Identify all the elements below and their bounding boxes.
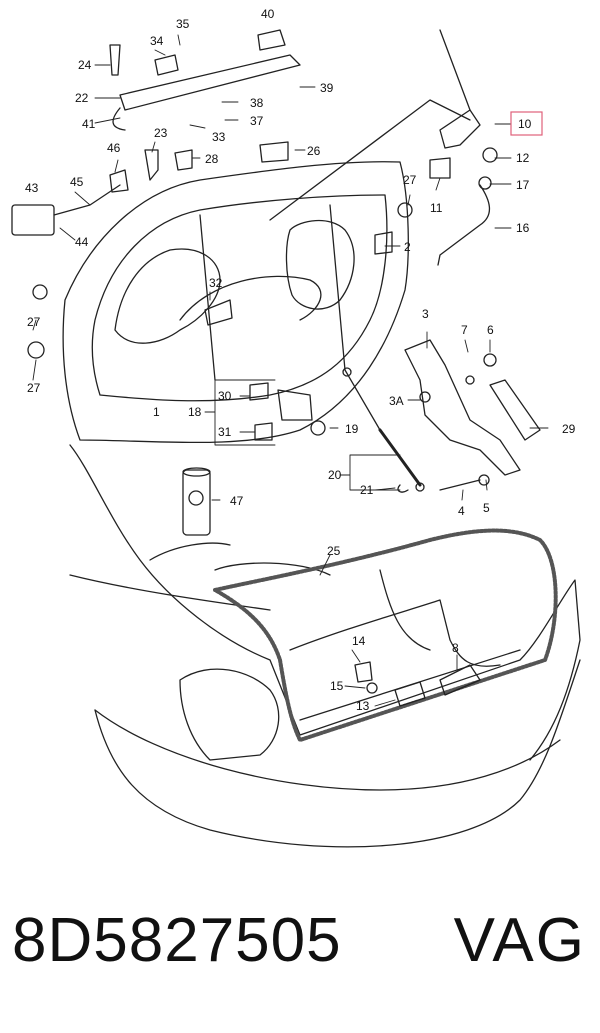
callout-11: 11	[430, 201, 443, 215]
callout-5: 5	[483, 501, 490, 515]
callout-24: 24	[78, 58, 92, 72]
callout-18: 18	[188, 405, 202, 419]
callout-30: 30	[218, 389, 232, 403]
callout-45: 45	[70, 175, 84, 189]
callout-10: 10	[518, 117, 532, 131]
callout-32: 32	[209, 276, 223, 290]
callout-23: 23	[154, 126, 168, 140]
hinge-assembly	[269, 29, 491, 266]
callout-19: 19	[345, 422, 359, 436]
callout-2: 2	[404, 240, 411, 254]
callout-35: 35	[176, 17, 190, 31]
callout-13: 13	[356, 699, 370, 713]
callout-4: 4	[458, 504, 465, 518]
top-trim-strip	[112, 29, 301, 131]
callout-27b: 27	[27, 315, 41, 329]
callout-47: 47	[230, 494, 244, 508]
aerosol-can-icon	[182, 467, 211, 536]
callout-38: 38	[250, 96, 264, 110]
hinge-arm	[404, 339, 541, 476]
callout-6: 6	[487, 323, 494, 337]
exploded-parts-diagram: 1 2 3 3A 4 5 6 7 8 10 11 12 13 14 15 16 …	[11, 7, 581, 848]
callout-14: 14	[352, 634, 366, 648]
callout-33: 33	[212, 130, 226, 144]
callout-34: 34	[150, 34, 164, 48]
callout-20: 20	[328, 468, 342, 482]
callout-41: 41	[82, 117, 96, 131]
leader-lines	[32, 34, 549, 707]
callout-27c: 27	[27, 381, 41, 395]
gas-strut	[342, 367, 425, 492]
callout-39: 39	[320, 81, 334, 95]
callout-labels: 1 2 3 3A 4 5 6 7 8 10 11 12 13 14 15 16 …	[25, 7, 576, 713]
callout-15: 15	[330, 679, 344, 693]
callout-31: 31	[218, 425, 232, 439]
callout-46: 46	[107, 141, 121, 155]
callout-7: 7	[461, 323, 468, 337]
callout-16: 16	[516, 221, 530, 235]
callout-12: 12	[516, 151, 530, 165]
callout-1: 1	[153, 405, 160, 419]
callout-21: 21	[360, 483, 374, 497]
callout-40: 40	[261, 7, 275, 21]
callout-8: 8	[452, 641, 459, 655]
callout-17: 17	[516, 178, 530, 192]
callout-28: 28	[205, 152, 219, 166]
callout-29: 29	[562, 422, 576, 436]
callout-26: 26	[307, 144, 321, 158]
trunk-lid	[62, 161, 409, 444]
callout-43: 43	[25, 181, 39, 195]
car-body-outline	[69, 444, 581, 848]
brand-name: VAG	[453, 906, 586, 975]
fasteners	[27, 44, 498, 707]
callout-44: 44	[75, 235, 89, 249]
callout-37: 37	[250, 114, 264, 128]
footer: 8D5827505 VAG	[0, 895, 600, 1005]
highlight-box	[510, 111, 543, 136]
callout-27a: 27	[403, 173, 417, 187]
callout-3a: 3A	[389, 394, 404, 408]
part-number: 8D5827505	[12, 906, 342, 975]
callout-22: 22	[75, 91, 89, 105]
callout-3: 3	[422, 307, 429, 321]
trunk-seal	[213, 528, 558, 742]
callout-25: 25	[327, 544, 341, 558]
